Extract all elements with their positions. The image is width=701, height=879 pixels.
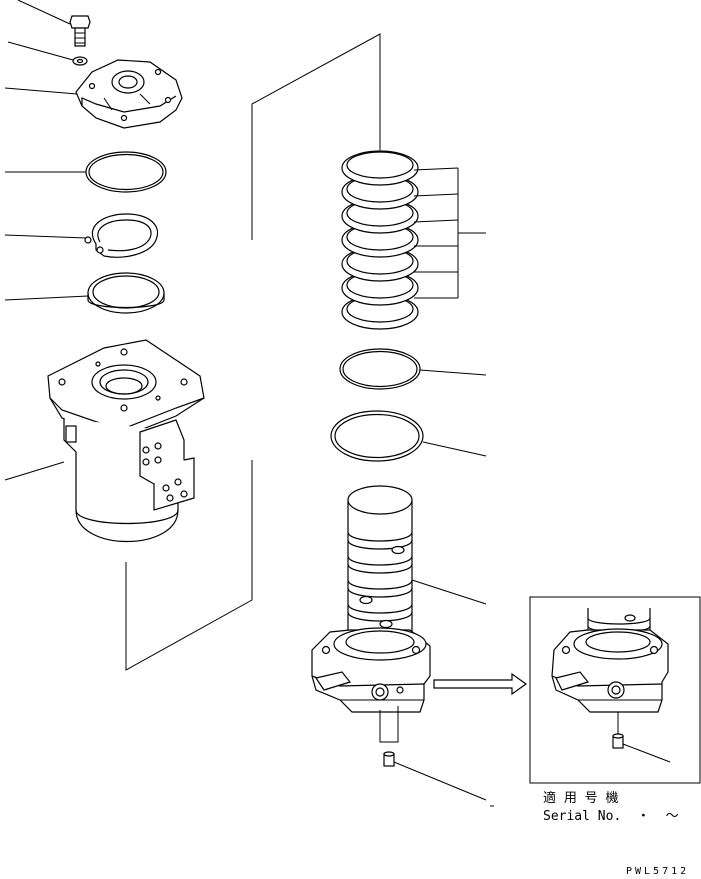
bolt: [69, 15, 91, 47]
plug: [383, 751, 395, 767]
serial-text: Serial No. ・ ～: [543, 809, 679, 824]
rotor-drain-line: [379, 706, 399, 743]
o-ring-thin: [339, 348, 421, 390]
leader-bracket-seal-stack: [413, 167, 486, 299]
leader-line-washer: [7, 41, 74, 61]
ring: [87, 272, 165, 314]
leader-line-plug: [393, 761, 487, 801]
group-frame-line: [251, 33, 381, 240]
serial-heading: 適 用 号 機: [543, 790, 618, 806]
seal-stack: [341, 150, 419, 330]
leader-line-rotor-shaft: [411, 579, 487, 605]
leader-line-cover: [4, 87, 78, 95]
leader-line-o-ring-large: [422, 441, 487, 457]
o-ring-large: [330, 410, 424, 462]
leader-line-o-ring-thin: [419, 369, 487, 376]
swivel-body: [47, 339, 205, 543]
rotor-shaft: [347, 485, 413, 641]
leader-line-ring: [4, 295, 89, 301]
arrow-to-inset: [433, 672, 528, 696]
snap-ring: [84, 213, 159, 258]
leader-line-bolt: [17, 0, 71, 25]
drawing-code: PWL5712: [626, 866, 689, 877]
washer: [72, 56, 88, 66]
group-frame-line-lower: [125, 460, 253, 671]
o-ring: [85, 151, 167, 193]
inset-panel: [529, 596, 701, 784]
cover: [75, 59, 183, 129]
leader-line-swivel-body: [4, 461, 65, 481]
rotor-flange: [311, 627, 431, 713]
leader-line-snap-ring: [4, 234, 87, 239]
